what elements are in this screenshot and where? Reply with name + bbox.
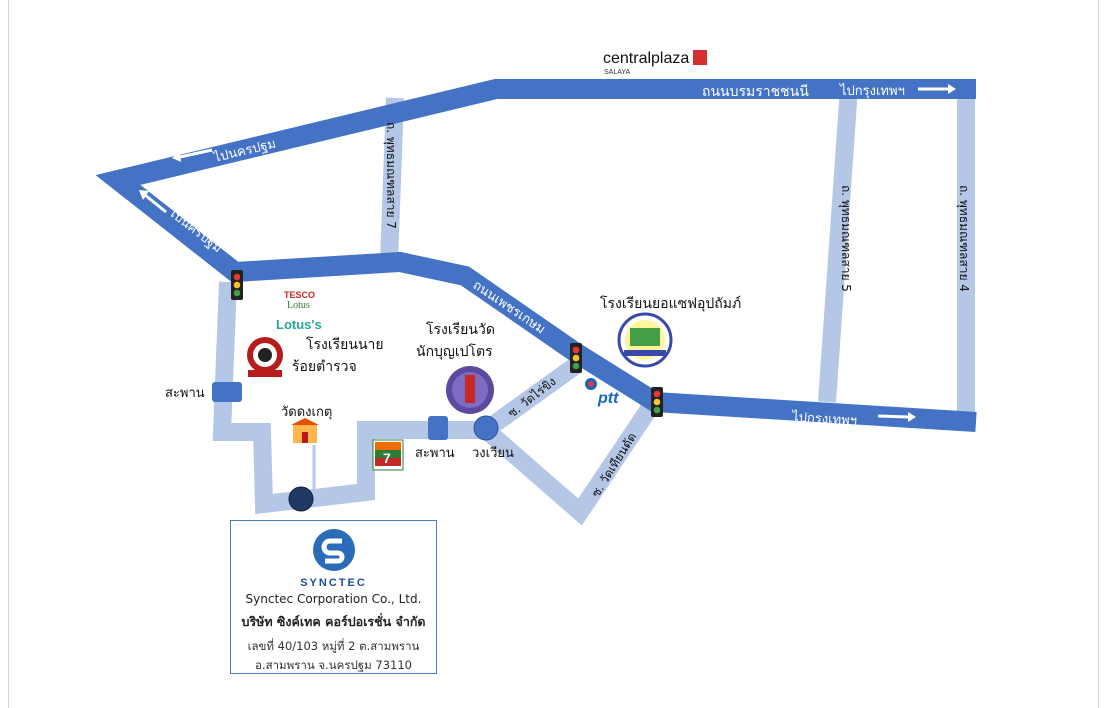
tesco-text: TESCO (284, 290, 315, 300)
lotus-text: Lotus (287, 300, 310, 311)
road-soi-wat-tian-dat (480, 394, 663, 526)
label-police-school: โรงเรียนนายร้อยตำรวจ (292, 336, 384, 375)
label-bridge-left: สะพาน (165, 386, 205, 401)
label-school-joseph: โรงเรียนยอแซฟอุปถัมภ์ (600, 295, 741, 312)
main-roads (95, 79, 977, 432)
label-phutthamonthon5: ถ. พุทธมณฑลสาย 5 (838, 185, 853, 292)
svg-text:7: 7 (383, 450, 391, 466)
company-brand: SYNCTEC (300, 577, 367, 589)
label-to-bangkok-top: ไปกรุงเทพฯ (839, 83, 905, 99)
company-address-line2: อ.สามพราน จ.นครปฐม 73110 (255, 658, 412, 672)
arrow-up-left-icon (144, 193, 167, 214)
road-soi-to-company (212, 281, 486, 515)
label-wat-dongket: วัดดงเกตุ (281, 405, 332, 420)
road-main-loop (95, 79, 977, 432)
arrow-right-bottom-icon (877, 414, 909, 419)
label-boromratchachonnani: ถนนบรมราชชนนี (702, 84, 809, 100)
bridge-mid-marker (428, 416, 448, 440)
school-joseph-seal-icon (617, 312, 673, 368)
central-plaza-text: centralplaza (603, 50, 689, 67)
company-location-marker (288, 486, 314, 512)
road-phutthamonthon7 (380, 97, 404, 263)
page-edge-left (8, 0, 9, 708)
school-peter-seal-icon (446, 366, 494, 414)
label-roundabout: วงเวียน (472, 445, 514, 461)
company-info-box: SYNCTEC Synctec Corporation Co., Ltd. บร… (230, 520, 437, 674)
bridge-left-marker (212, 382, 242, 402)
traffic-light-mid-icon (570, 343, 582, 373)
temple-icon (291, 418, 319, 443)
company-address: เลขที่ 40/103 หมู่ที่ 2 ต.สามพราน อ.สามพ… (231, 637, 436, 675)
ptt-text: ptt (597, 390, 619, 407)
traffic-light-right-icon (651, 387, 663, 417)
road-phutthamonthon5 (818, 87, 858, 403)
ptt-logo-icon: ptt (585, 378, 619, 407)
company-name-en: Synctec Corporation Co., Ltd. (245, 592, 422, 606)
police-academy-seal-icon (247, 337, 283, 377)
central-plaza-sub: SALAYA (604, 69, 631, 76)
label-soi-wat-tian-dat: ซ. วัดเทียนดัด (589, 430, 640, 499)
label-to-bangkok-right: ไปกรุงเทพฯ (791, 409, 858, 429)
label-bridge-mid: สะพาน (415, 446, 455, 461)
lotuss-text: Lotus's (276, 317, 322, 332)
label-phutthamonthon7: ถ. พุทธมณฑลสาย 7 (383, 122, 398, 229)
direction-arrows (139, 84, 956, 422)
label-phutthamonthon4: ถ. พุทธมณฑลสาย 4 (956, 185, 971, 292)
label-school-peter: โรงเรียนวัดนักบุญเปโตร (416, 321, 495, 360)
label-soi-wat-raikhing: ซ. วัดไร่ขิง (505, 374, 558, 420)
page-edge-right (1098, 0, 1099, 708)
central-plaza-logo: centralplaza SALAYA (603, 50, 707, 76)
company-name-th: บริษัท ซิงค์เทค คอร์ปอเรชั่น จำกัด (241, 614, 426, 629)
traffic-light-left-icon (231, 270, 243, 300)
arrow-left-top-icon (179, 148, 213, 159)
seven-eleven-logo-icon: 7 (372, 439, 404, 471)
minor-roads (212, 87, 975, 526)
road-soi-wat-raikhing (480, 358, 581, 438)
roundabout-marker (473, 415, 499, 441)
company-address-line1: เลขที่ 40/103 หมู่ที่ 2 ต.สามพราน (247, 639, 420, 653)
synctec-logo-icon (312, 529, 355, 571)
